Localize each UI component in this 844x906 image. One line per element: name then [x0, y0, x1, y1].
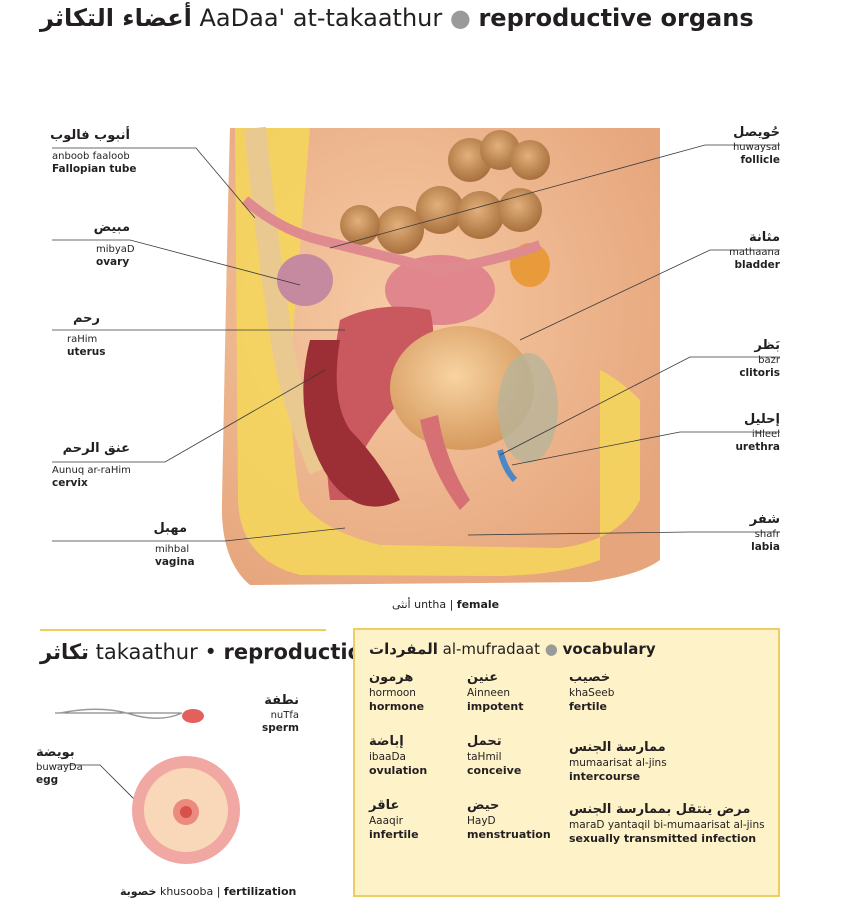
- label-labia: شفر shafr labia: [749, 512, 780, 553]
- vocab-item: عنين Ainneen impotent: [467, 670, 524, 713]
- label-fallopian-tube: أنبوب فالوب: [50, 128, 130, 143]
- vocab-item: عاقر Aaaqir infertile: [369, 798, 419, 841]
- fallopian-tube-shape: [241, 196, 542, 276]
- label-urethra: إحليل iHleel urethra: [735, 412, 780, 453]
- label-follicle: حُويصل huwaysal follicle: [732, 125, 780, 166]
- label-egg: بويضة buwayDa egg: [36, 745, 83, 786]
- label-fallopian-tube-text: anboob faaloob Fallopian tube: [52, 151, 137, 175]
- label-cervix: عنق الرحم: [62, 441, 130, 456]
- vocab-item: هرمون hormoon hormone: [369, 670, 425, 713]
- label-sperm: نطفة nuTfa sperm: [261, 693, 299, 734]
- label-ovary-text: mibyaD ovary: [96, 244, 135, 268]
- pubic-bone: [498, 353, 558, 463]
- vocabulary-title: المفردات al-mufradaat ● vocabulary: [369, 640, 656, 658]
- label-uterus: رحم: [72, 311, 100, 326]
- label-clitoris: بَظر bazr clitoris: [739, 338, 780, 379]
- label-cervix-text: Aunuq ar-raHim cervix: [52, 465, 131, 489]
- vocab-item: إباضة ibaaDa ovulation: [369, 734, 428, 777]
- bullet-separator: ●: [449, 4, 471, 32]
- urethra-shape: [497, 449, 518, 483]
- section-title-reproduction: تكاثر takaathur • reproduction: [40, 640, 377, 664]
- title-translit: AaDaa' at-takaathur: [199, 4, 443, 32]
- egg-illustration: [132, 756, 240, 864]
- vocabulary-box: المفردات al-mufradaat ● vocabulary هرمون…: [353, 628, 780, 897]
- vagina-shape: [420, 415, 470, 510]
- vocab-item: حيض HayD menstruation: [467, 798, 551, 841]
- fertilization-caption: خصوبة khusooba | fertilization: [120, 885, 297, 898]
- title-arabic: أعضاء التكاثر: [40, 4, 192, 32]
- leader-lines: [52, 144, 780, 816]
- label-vagina: مهبل: [153, 521, 187, 536]
- label-bladder: مثانة mathaana bladder: [729, 230, 780, 271]
- fat-layer: [235, 128, 640, 576]
- ovary-shape: [277, 254, 333, 306]
- figure-caption: أنثى untha | female: [392, 598, 500, 611]
- vocab-item: خصيب khaSeeb fertile: [569, 670, 615, 713]
- vocab-item: مرض ينتقل بممارسة الجنس maraD yantaqil b…: [569, 802, 765, 845]
- vocab-item: ممارسة الجنس mumaarisat al-jins intercou…: [569, 740, 667, 783]
- vocab-item: تحمل taHmil conceive: [467, 734, 522, 777]
- sperm-head: [182, 709, 204, 723]
- sperm-tail: [59, 708, 183, 719]
- page-title: أعضاء التكاثر AaDaa' at-takaathur ● repr…: [40, 4, 754, 32]
- label-vagina-text: mihbal vagina: [155, 544, 195, 568]
- rectum-shape: [303, 340, 400, 507]
- label-ovary: مبيض: [93, 220, 130, 235]
- title-english: reproductive organs: [478, 4, 754, 32]
- label-uterus-text: raHim uterus: [67, 334, 106, 358]
